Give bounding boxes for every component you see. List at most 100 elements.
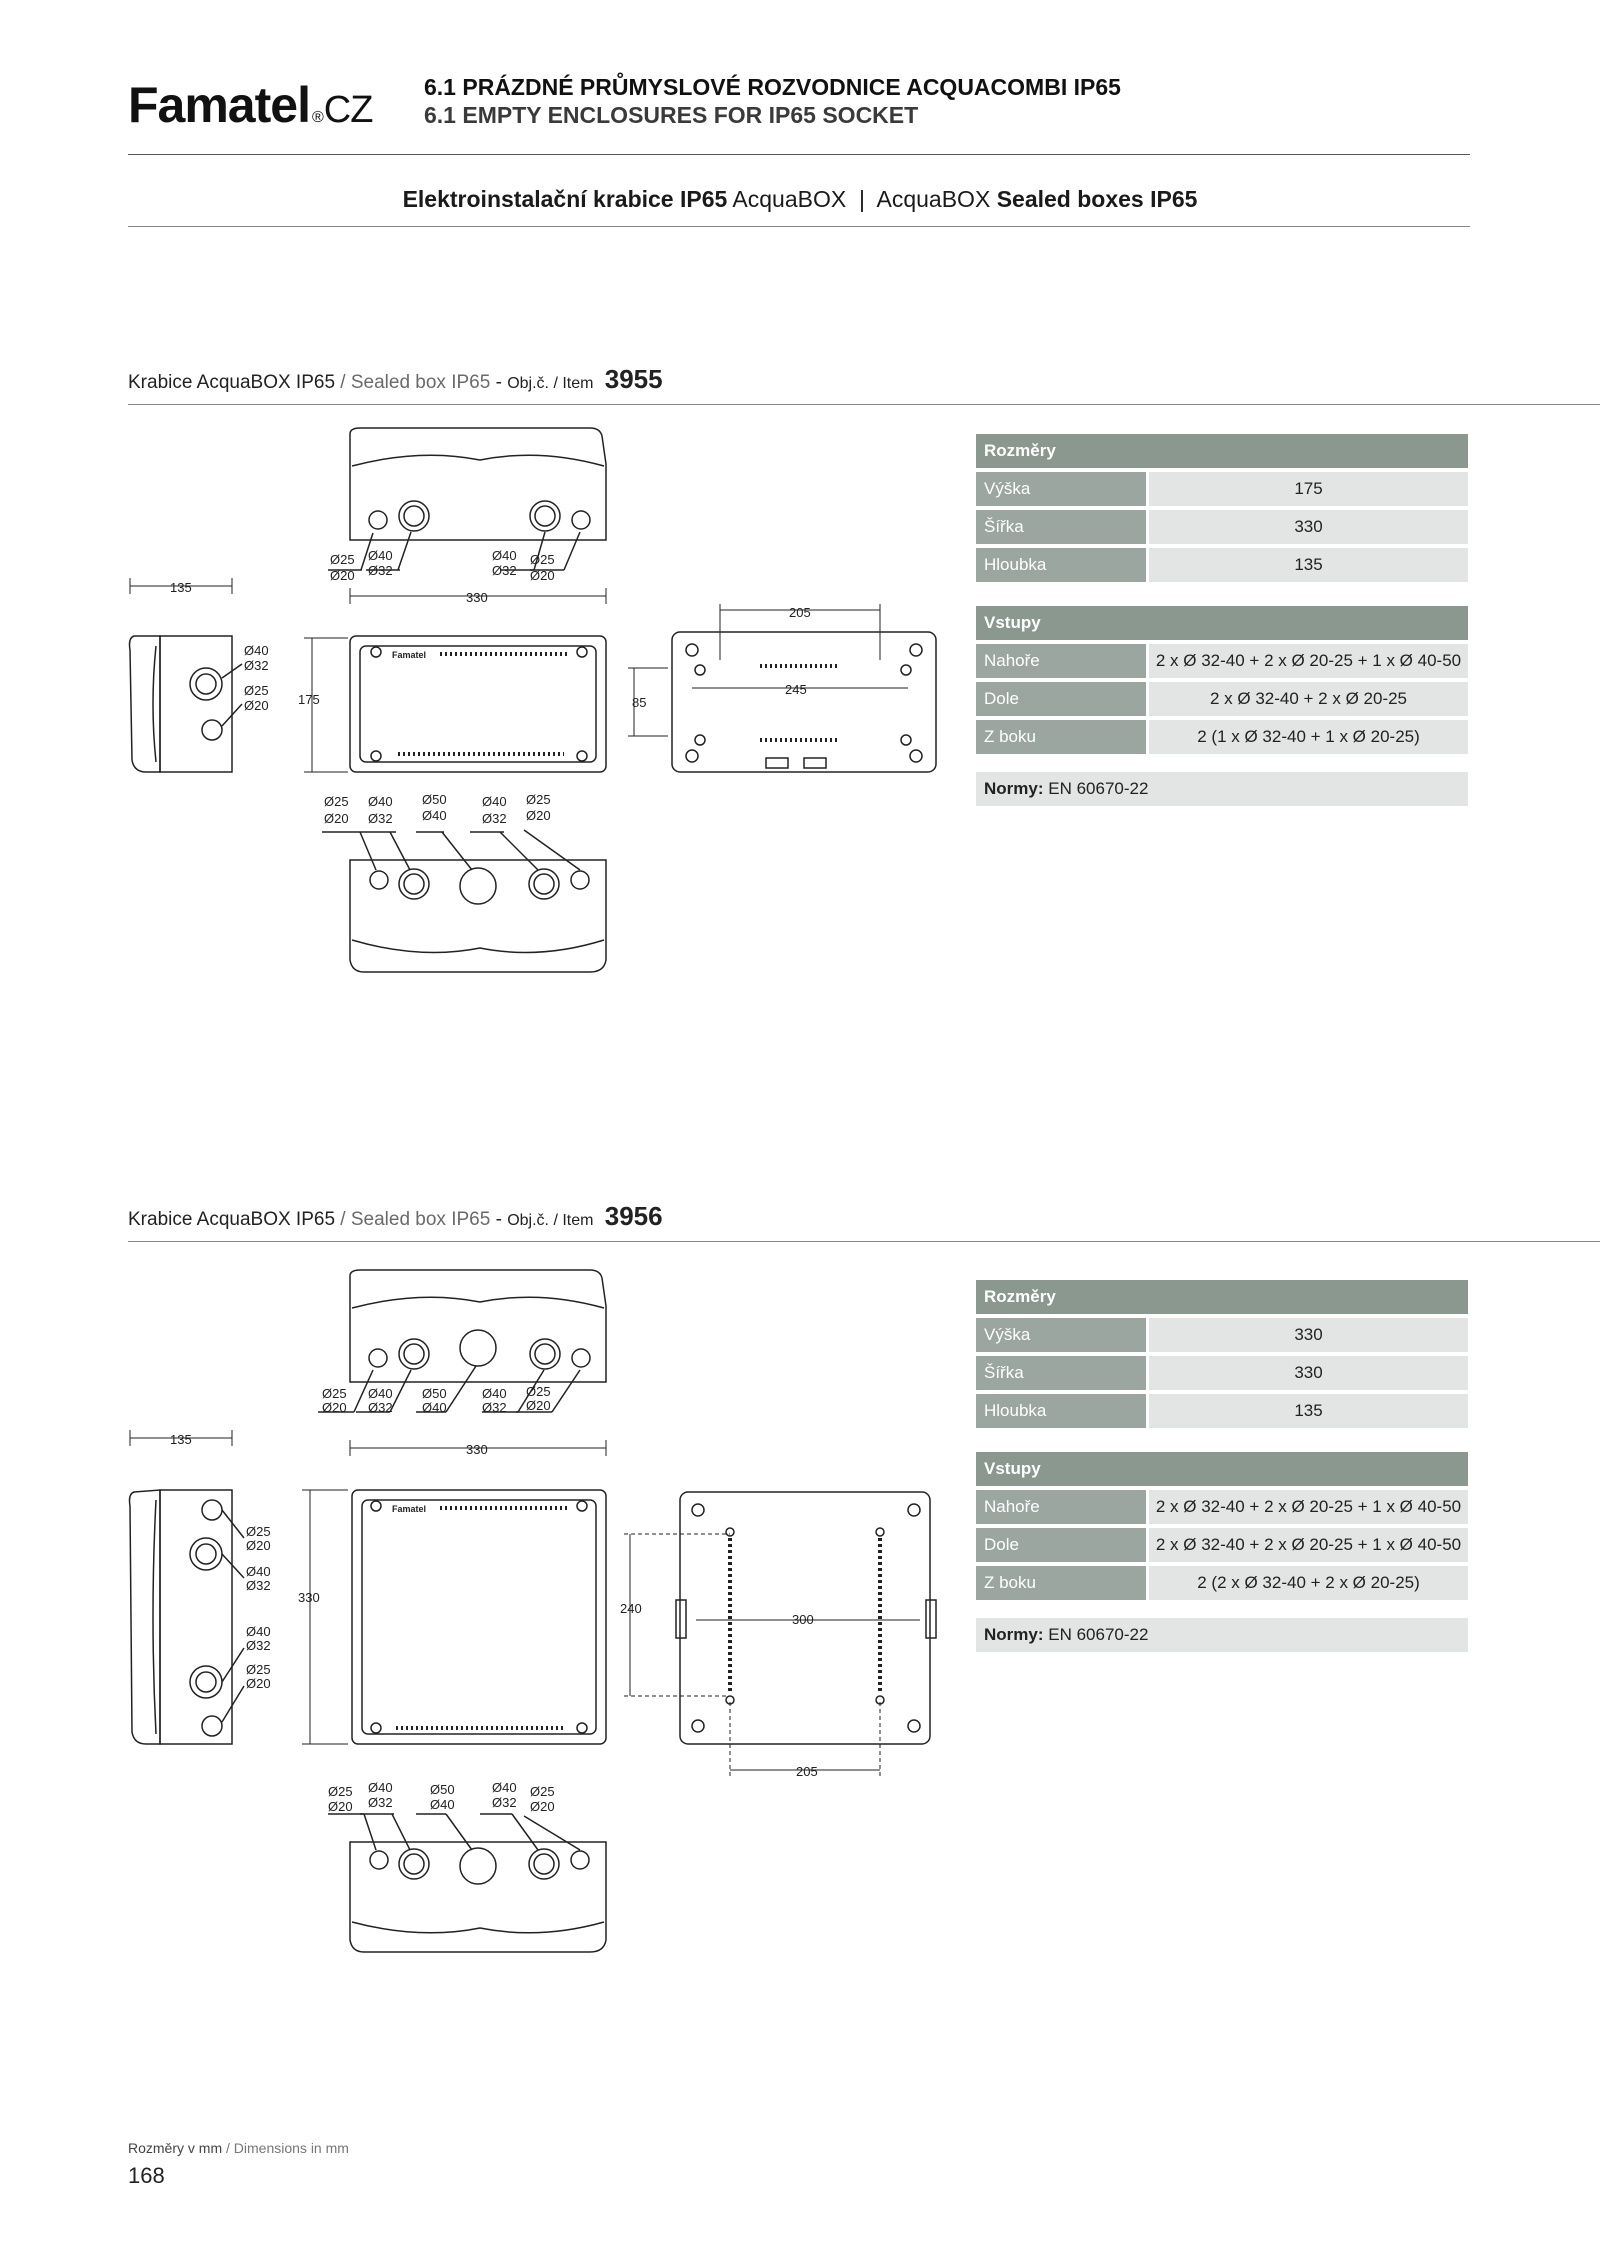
dim-width: 330 [466, 590, 488, 605]
dia-label: Ø40 [244, 643, 269, 658]
item-sep: / [340, 1209, 346, 1230]
norm-value: EN 60670-22 [1048, 1625, 1149, 1644]
item-number: 3956 [604, 1201, 663, 1231]
dia-label: Ø50 [422, 1386, 447, 1401]
item-name-cz: Krabice AcquaBOX IP65 [128, 372, 336, 393]
side-view [128, 635, 243, 773]
section-title-cz: 6.1 PRÁZDNÉ PRŮMYSLOVÉ ROZVODNICE ACQUAC… [424, 74, 1121, 100]
dia-label: Ø32 [482, 811, 507, 826]
bottom-view [328, 1813, 607, 1953]
front-view [351, 1489, 607, 1745]
item-sep: / [340, 372, 346, 393]
dia-label: Ø32 [482, 1400, 507, 1415]
spec-key: Z boku [976, 1566, 1146, 1600]
dim-depth: 135 [170, 1432, 192, 1447]
inputs-header: Vstupy [976, 1452, 1468, 1486]
spec-value: 135 [1149, 1394, 1468, 1428]
header-divider [128, 154, 1470, 155]
spec-key: Nahoře [976, 1490, 1146, 1524]
dim-back-bottom: 205 [796, 1764, 818, 1779]
item-name-en: Sealed box IP65 [350, 372, 491, 393]
dim-height: 175 [298, 692, 320, 707]
dia-label: Ø25 [526, 792, 551, 807]
dim-back-left: 240 [620, 1601, 642, 1616]
dia-label: Ø40 [492, 548, 517, 563]
item-number: 3955 [604, 364, 663, 394]
dia-label: Ø20 [330, 568, 355, 583]
dim-height: 330 [298, 1590, 320, 1605]
spec-value: 175 [1149, 472, 1468, 506]
norm-row: Normy: EN 60670-22 [976, 772, 1468, 806]
brand-suffix: CZ [323, 89, 374, 131]
norm-label: Normy: [984, 1625, 1044, 1644]
subtitle-cz-bold: Elektroinstalační krabice IP65 [402, 186, 728, 212]
dia-label: Ø25 [246, 1662, 271, 1677]
item-obj-label: Obj.č. / Item [507, 1212, 594, 1229]
back-view [675, 1491, 937, 1745]
spec-key: Dole [976, 682, 1146, 716]
dia-label: Ø40 [368, 1386, 393, 1401]
spec-key: Výška [976, 1318, 1146, 1352]
spec-key: Šířka [976, 510, 1146, 544]
page-number: 168 [128, 2163, 165, 2188]
spec-value: 330 [1149, 1356, 1468, 1390]
item-obj-label: Obj.č. / Item [507, 375, 594, 392]
dia-label: Ø32 [246, 1578, 271, 1593]
spec-key: Dole [976, 1528, 1146, 1562]
technical-drawing-3956: Ø25 Ø20 Ø40 Ø32 Ø50 Ø40 Ø40 Ø32 Ø25 Ø20 … [128, 1269, 937, 1953]
dia-label: Ø32 [492, 563, 517, 578]
front-view [349, 635, 607, 773]
front-brand: Famatel [392, 650, 426, 660]
item-dash: - [495, 1209, 502, 1230]
inputs-header: Vstupy [976, 606, 1468, 640]
dim-back-left: 85 [632, 695, 646, 710]
side-view [128, 1489, 245, 1745]
spec-value: 2 x Ø 32-40 + 2 x Ø 20-25 + 1 x Ø 40-50 [1149, 644, 1468, 678]
subtitle-separator: | [859, 186, 865, 212]
item-name-cz: Krabice AcquaBOX IP65 [128, 1209, 336, 1230]
dia-label: Ø32 [368, 1795, 393, 1810]
dia-label: Ø32 [244, 658, 269, 673]
dia-label: Ø32 [492, 1795, 517, 1810]
dims-header: Rozměry [976, 434, 1468, 468]
dia-label: Ø20 [324, 811, 349, 826]
dim-width: 330 [466, 1442, 488, 1457]
subtitle-en-bold: Sealed boxes IP65 [996, 186, 1198, 212]
dia-label: Ø20 [246, 1538, 271, 1553]
dia-label: Ø25 [526, 1384, 551, 1399]
brand-registered: ® [311, 109, 324, 126]
spec-key: Hloubka [976, 1394, 1146, 1428]
spec-value: 2 (2 x Ø 32-40 + 2 x Ø 20-25) [1149, 1566, 1468, 1600]
dia-label: Ø20 [322, 1400, 347, 1415]
dia-label: Ø25 [244, 683, 269, 698]
spec-value: 135 [1149, 548, 1468, 582]
spec-key: Z boku [976, 720, 1146, 754]
dia-label: Ø20 [530, 1799, 555, 1814]
item-heading-3956: Krabice AcquaBOX IP65 / Sealed box IP65 … [128, 1201, 663, 1232]
dia-label: Ø40 [492, 1780, 517, 1795]
dia-label: Ø40 [368, 1780, 393, 1795]
dia-label: Ø50 [430, 1782, 455, 1797]
note-sep: / [226, 2140, 230, 2156]
dia-label: Ø40 [246, 1624, 271, 1639]
item-heading-3955: Krabice AcquaBOX IP65 / Sealed box IP65 … [128, 364, 663, 395]
brand-logo: Famatel®CZ [128, 76, 374, 134]
top-view [328, 427, 607, 571]
spec-value: 2 x Ø 32-40 + 2 x Ø 20-25 + 1 x Ø 40-50 [1149, 1490, 1468, 1524]
dia-label: Ø25 [530, 1784, 555, 1799]
dia-label: Ø40 [482, 1386, 507, 1401]
dia-label: Ø40 [368, 548, 393, 563]
section-title-en: 6.1 EMPTY ENCLOSURES FOR IP65 SOCKET [424, 102, 919, 128]
note-en: Dimensions in mm [233, 2140, 349, 2156]
dia-label: Ø40 [422, 1400, 447, 1415]
dia-label: Ø20 [328, 1799, 353, 1814]
